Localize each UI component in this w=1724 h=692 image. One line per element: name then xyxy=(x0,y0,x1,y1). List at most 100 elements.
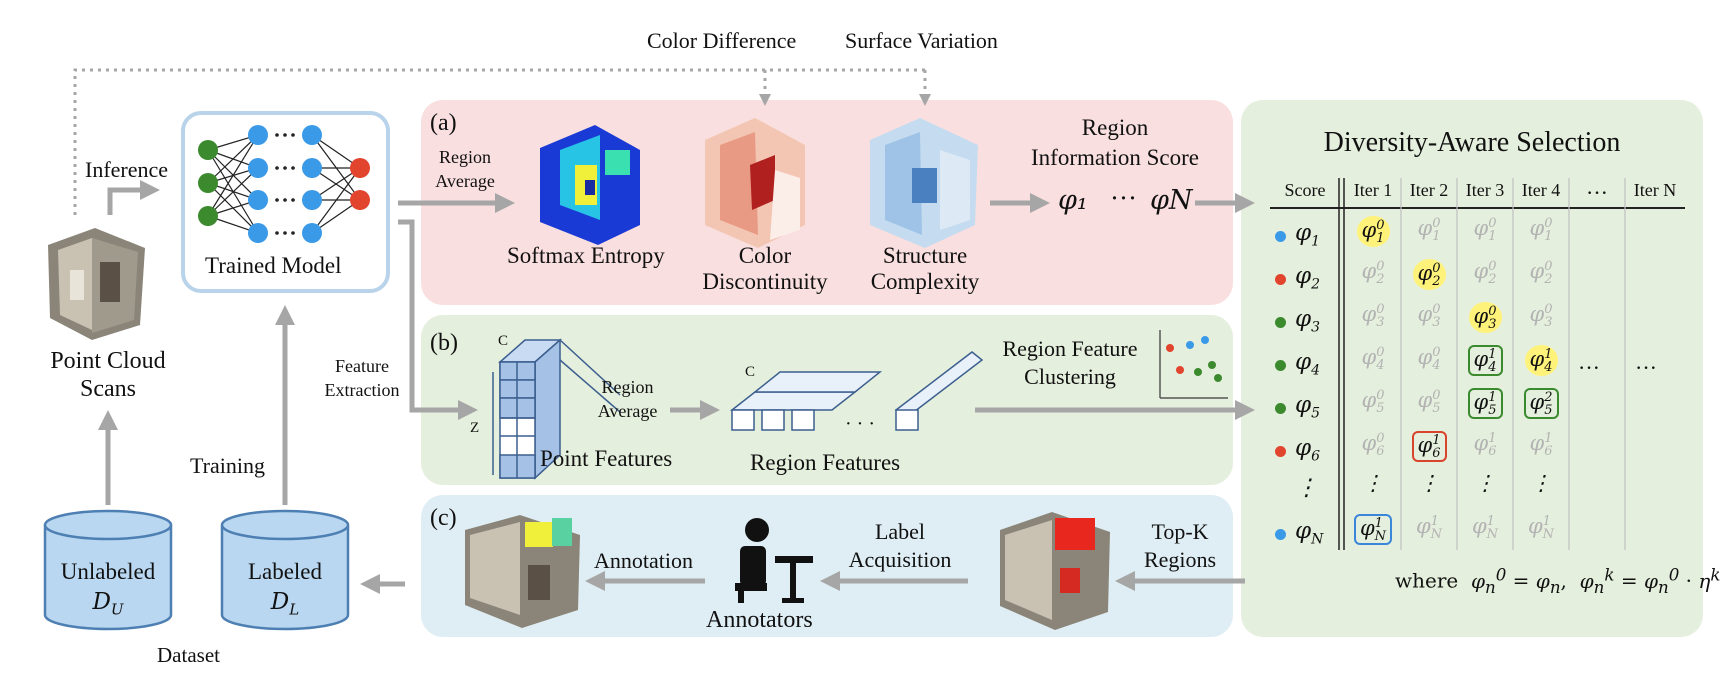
annotators-label: Annotators xyxy=(706,607,813,633)
label-acquisition-label: Label Acquisition xyxy=(848,519,952,572)
annotators-icon xyxy=(735,518,813,603)
score-color-dot xyxy=(1275,231,1286,242)
region-features-ellipsis: · · · xyxy=(845,413,875,435)
panel-c-tag: (c) xyxy=(430,505,457,531)
color-discontinuity-label: Color Discontinuity xyxy=(702,243,828,294)
region-average-label-a: Region Average xyxy=(435,147,495,191)
dotted-feedback-line xyxy=(73,68,931,215)
table-header-cell: Iter 1 xyxy=(1353,180,1393,200)
selection-column-dividers xyxy=(1400,178,1626,550)
unlabeled-cylinder xyxy=(43,509,173,631)
point-cloud-scans-label: Point Cloud Scans xyxy=(50,348,166,402)
point-cloud-scan-image xyxy=(48,228,145,340)
row-ellipsis-2: ··· xyxy=(1635,355,1657,380)
softmax-entropy-image xyxy=(540,125,640,245)
table-header-cell: Score xyxy=(1284,180,1326,200)
row-ellipsis-1: ··· xyxy=(1578,355,1600,380)
clustering-scatter-icon xyxy=(1159,330,1228,399)
annotated-scan-image xyxy=(465,515,580,628)
annotation-label: Annotation xyxy=(594,548,693,573)
color-discontinuity-image xyxy=(705,118,805,248)
panel-b-tag: (b) xyxy=(430,330,458,356)
phi-n-score: φN xyxy=(1150,185,1193,216)
score-row-label: φ3 xyxy=(1295,306,1321,336)
point-features-grid xyxy=(492,338,621,480)
table-header-cell: Iter 3 xyxy=(1465,180,1505,200)
labeled-label: Labeled DL xyxy=(247,559,323,619)
selection-footnote: where φn0 = φn, φnk = φn0 · ηk xyxy=(1395,565,1721,597)
channel-c-label-2: C xyxy=(745,364,756,380)
score-color-dot xyxy=(1275,529,1286,540)
inference-label: Inference xyxy=(85,157,169,182)
phi-ellipsis: ··· xyxy=(1110,183,1137,213)
region-features-bars xyxy=(729,351,984,431)
table-header-cell: Iter 4 xyxy=(1521,180,1561,200)
structure-complexity-image xyxy=(870,118,978,248)
score-row-label: ⋮ xyxy=(1295,475,1318,501)
top-k-scan-image xyxy=(1000,512,1110,630)
panel-a-tag: (a) xyxy=(430,110,457,136)
dataset-label: Dataset xyxy=(157,643,220,667)
selection-panel xyxy=(1241,100,1703,637)
selection-title: Diversity-Aware Selection xyxy=(1323,127,1621,158)
score-cell: ⋮ xyxy=(1530,471,1552,495)
softmax-entropy-label: Softmax Entropy xyxy=(507,243,665,268)
score-color-dot xyxy=(1275,360,1286,371)
channel-c-label: C xyxy=(498,333,509,349)
score-cell: ⋮ xyxy=(1418,471,1440,495)
trained-model-label: Trained Model xyxy=(205,253,342,278)
point-features-label: Point Features xyxy=(540,446,673,471)
unlabeled-label: Unlabeled DU xyxy=(60,559,156,619)
surface-variation-label: Surface Variation xyxy=(845,28,998,53)
score-color-dot xyxy=(1275,403,1286,414)
color-difference-label: Color Difference xyxy=(647,28,797,53)
network-nodes xyxy=(198,125,370,243)
score-cell: ⋮ xyxy=(1474,471,1496,495)
table-header-cell: ··· xyxy=(1586,180,1608,205)
score-cell: ⋮ xyxy=(1362,471,1384,495)
score-row-label: φ2 xyxy=(1295,263,1321,293)
structure-complexity-label: Structure Complexity xyxy=(870,243,980,294)
depth-z-label: Z xyxy=(470,420,480,436)
score-color-dot xyxy=(1275,446,1286,457)
score-row-label: φN xyxy=(1295,518,1324,548)
feature-extraction-label: Feature Extraction xyxy=(324,356,400,400)
labeled-cylinder xyxy=(220,509,350,631)
selection-table-lines xyxy=(1270,178,1685,550)
score-color-dot xyxy=(1275,317,1286,328)
region-information-score-label: Region Information Score xyxy=(1031,115,1199,170)
score-color-dot xyxy=(1275,274,1286,285)
score-row-label: φ1 xyxy=(1295,220,1321,250)
arrows xyxy=(98,180,1255,594)
table-header-cell: Iter 2 xyxy=(1409,180,1449,200)
region-feature-clustering-label: Region Feature Clustering xyxy=(1002,336,1138,389)
phi-1-score: φ₁ xyxy=(1058,185,1088,216)
